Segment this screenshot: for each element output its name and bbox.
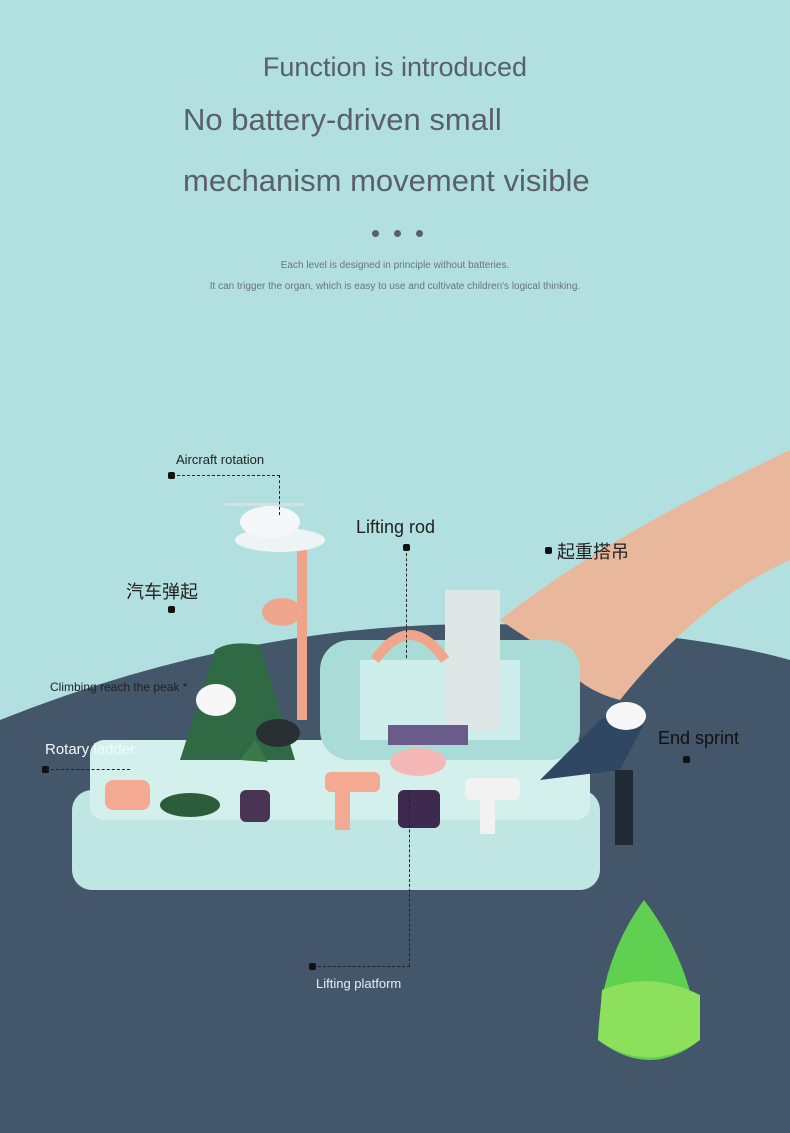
label-rotary-ladder: Rotary ladder [45, 741, 136, 758]
label-climbing: Climbing reach the peak * [50, 680, 188, 694]
label-end-sprint: End sprint [658, 728, 740, 748]
helicopter [240, 506, 300, 538]
button [465, 778, 520, 800]
callout-dot [545, 547, 552, 554]
car [262, 598, 302, 626]
button [160, 793, 220, 817]
callout-dot [42, 766, 49, 773]
crane [445, 590, 500, 730]
callout-dot [168, 472, 175, 479]
callout-dot [309, 963, 316, 970]
purple-block [388, 725, 468, 745]
hand [500, 450, 790, 700]
button [240, 790, 270, 822]
callout-line [409, 790, 410, 966]
subtitle-line-1: No battery-driven small [183, 102, 502, 137]
callout-dot [683, 756, 690, 763]
callout-line [46, 769, 130, 770]
subtitle-line-2: mechanism movement visible [183, 163, 590, 198]
lifting-rod [297, 540, 307, 720]
description-line-2: It can trigger the organ, which is easy … [209, 281, 581, 292]
label-car-bounce: 汽车弹起 [126, 582, 198, 602]
pink-car [390, 748, 446, 776]
description-line-1: Each level is designed in principle with… [280, 260, 510, 271]
label-lifting-platform: Lifting platform [316, 976, 402, 991]
callout-line [172, 475, 280, 476]
button [325, 772, 380, 792]
dots-divider [372, 230, 423, 237]
bridge [370, 630, 450, 663]
callout-line [406, 548, 407, 658]
button [105, 780, 150, 810]
callout-line [313, 966, 410, 967]
label-crane: 起重搭吊 [557, 542, 629, 562]
label-aircraft-rotation: Aircraft rotation [176, 452, 265, 467]
heading: Function is introduced [262, 52, 528, 82]
button [398, 790, 440, 828]
callout-dot [168, 606, 175, 613]
police-car [256, 719, 300, 747]
callout-line [279, 475, 280, 515]
ambulance [196, 684, 236, 716]
callout-dot [403, 544, 410, 551]
label-lifting-rod: Lifting rod [356, 517, 436, 537]
